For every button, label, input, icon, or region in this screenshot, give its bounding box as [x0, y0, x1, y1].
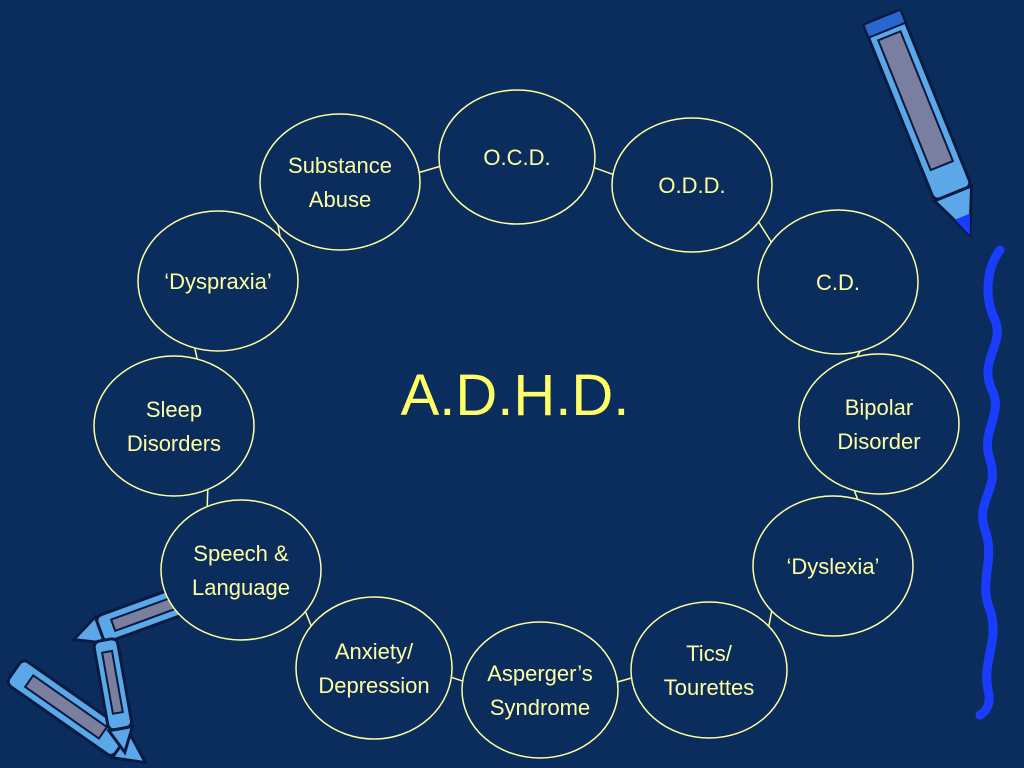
center-title: A.D.H.D.	[401, 363, 630, 428]
connector-dyslexia-tics	[768, 610, 773, 627]
node-label: ‘Dyspraxia’	[164, 269, 272, 294]
node-label: Asperger’s	[487, 661, 593, 686]
node-label: C.D.	[816, 270, 860, 295]
node-label: Sleep	[146, 397, 202, 422]
node-label: Disorders	[127, 431, 221, 456]
node-label: ‘Dyslexia’	[787, 554, 880, 579]
node-label: Syndrome	[490, 695, 590, 720]
node-ellipse	[611, 117, 773, 253]
node-ocd: O.C.D.	[438, 89, 596, 225]
crayon-bottom-left-icon	[6, 659, 149, 765]
node-ellipse	[630, 601, 788, 739]
connector-bipolar-dyslexia	[853, 490, 859, 500]
connector-dyspraxia-substance	[277, 224, 281, 238]
node-label: O.C.D.	[483, 145, 550, 170]
crayon-top-right-icon	[862, 8, 974, 239]
connector-ocd-odd	[593, 166, 614, 176]
node-ellipse	[295, 596, 453, 740]
node-label: Anxiety/	[335, 639, 414, 664]
node-ellipse	[137, 210, 299, 352]
node-cd: C.D.	[757, 209, 919, 355]
node-dyspraxia: ‘Dyspraxia’	[137, 210, 299, 352]
node-ellipse	[798, 353, 960, 495]
connector-substance-ocd	[418, 165, 440, 174]
node-tics: Tics/Tourettes	[630, 601, 788, 739]
connector-tics-asperger	[617, 677, 632, 683]
node-label: Speech &	[193, 541, 289, 566]
connector-odd-cd	[758, 221, 772, 243]
node-ellipse	[93, 355, 255, 497]
node-dyslexia: ‘Dyslexia’	[752, 495, 914, 637]
node-ellipse	[757, 209, 919, 355]
node-ellipse	[259, 113, 421, 251]
connector-sleep-dyspraxia	[194, 347, 198, 360]
connector-asperger-anxiety	[451, 676, 463, 682]
node-speech: Speech & Language	[160, 499, 322, 641]
connector-lines	[194, 165, 861, 683]
node-label: Tourettes	[664, 675, 755, 700]
node-label: Abuse	[309, 187, 371, 212]
node-ellipse	[752, 495, 914, 637]
node-label: Disorder	[837, 429, 920, 454]
node-label: Depression	[318, 673, 429, 698]
node-ellipse	[461, 621, 619, 759]
crayon-bottom-left-2-icon	[70, 582, 199, 756]
node-ellipse	[438, 89, 596, 225]
node-ellipse	[160, 499, 322, 641]
node-label: Tics/	[686, 641, 733, 666]
node-label: Bipolar	[845, 395, 913, 420]
node-odd: O.D.D.	[611, 117, 773, 253]
node-label: Language	[192, 575, 290, 600]
connector-anxiety-speech	[304, 611, 312, 627]
blue-squiggle-decoration	[975, 245, 1005, 720]
node-label: O.D.D.	[658, 173, 725, 198]
node-anxiety: Anxiety/Depression	[295, 596, 453, 740]
node-label: Substance	[288, 153, 392, 178]
